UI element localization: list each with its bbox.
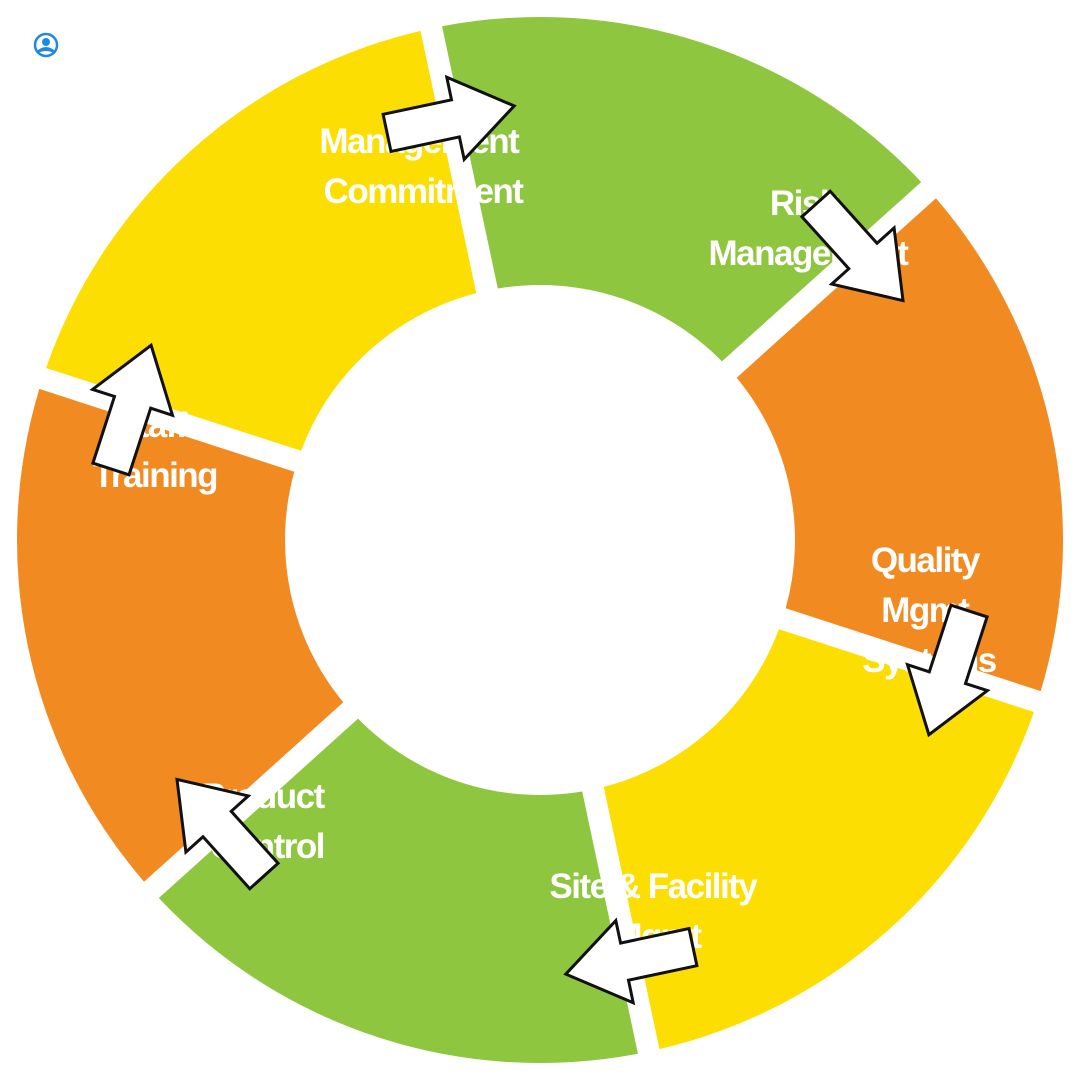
arrow-site-to-product-icon [563,917,699,1006]
segment-staff-training [16,388,344,882]
arrow-risk-to-quality-icon [799,189,905,303]
arrow-product-to-staff-icon [175,777,281,891]
segment-quality-mgmt-systems [736,198,1063,692]
flow-arrows [89,74,991,1006]
arrow-quality-to-site-icon [905,603,991,738]
segment-management-commitment [46,30,477,451]
brand-logo-icon [33,32,59,58]
segment-site-facility-mgmt [603,629,1034,1050]
label-risk-management: Risk Management [709,184,910,273]
arrow-management-to-risk-icon [381,74,517,163]
segment-risk-management [442,17,922,362]
label-quality-mgmt-systems: Quality Mgmt Systems [862,541,997,680]
segment-product-control [158,718,638,1063]
cycle-segments [16,17,1063,1063]
arrow-staff-to-management-icon [89,342,175,477]
